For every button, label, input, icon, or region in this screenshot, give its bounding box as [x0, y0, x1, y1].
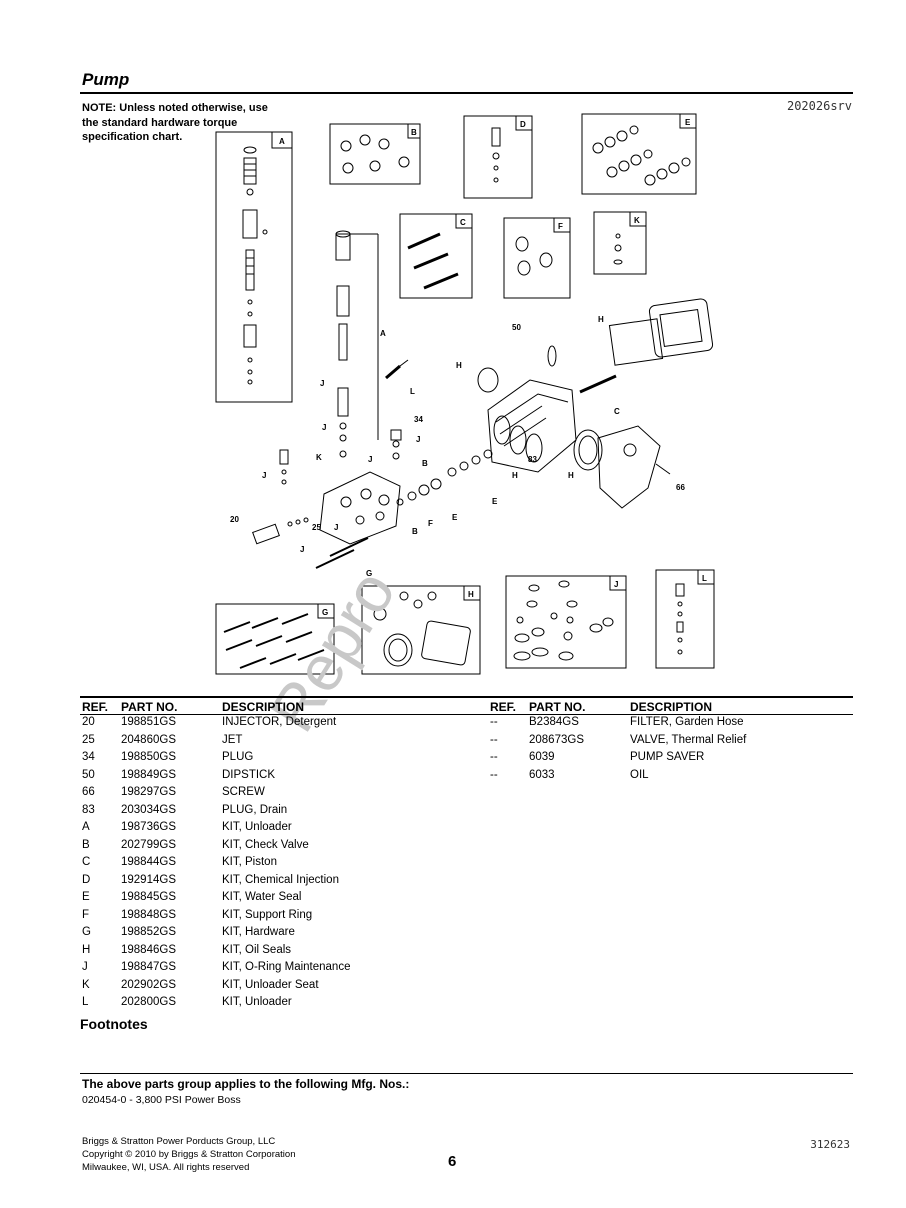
footer-address: Milwaukee, WI, USA. All rights reserved [82, 1162, 250, 1173]
exploded-pump-diagram: A B D [200, 110, 740, 680]
callout-h-mid-1: H [512, 471, 518, 480]
callout-c: C [614, 407, 620, 416]
header-desc-left: DESCRIPTION [222, 700, 305, 714]
kit-box-b-label: B [411, 128, 417, 137]
kit-box-j: J [505, 575, 627, 669]
page-title: Pump [82, 70, 130, 89]
manifold [319, 471, 401, 545]
callout-66: 66 [676, 483, 685, 492]
callout-a: A [380, 329, 386, 338]
footer-company: Briggs & Stratton Power Porducts Group, … [82, 1136, 276, 1147]
kit-box-d: D [463, 115, 533, 199]
kit-box-a-label: A [279, 137, 285, 146]
kit-box-f: F [503, 217, 571, 299]
callout-j-2: J [322, 423, 326, 432]
callout-j-1: J [320, 379, 324, 388]
title-divider [80, 92, 853, 94]
callout-20: 20 [230, 515, 239, 524]
kit-box-h: H [361, 585, 481, 675]
kit-box-d-label: D [520, 120, 526, 129]
callout-25: 25 [312, 523, 321, 532]
header-ref-left: REF. [82, 700, 109, 714]
callout-50: 50 [512, 323, 521, 332]
callout-e-2: E [452, 513, 458, 522]
callout-j-7: J [300, 545, 304, 554]
torque-note: NOTE: Unless noted otherwise, use the st… [82, 102, 268, 143]
crankcase [477, 345, 617, 473]
mfg-heading: The above parts group applies to the fol… [82, 1077, 410, 1091]
kit-box-l: L [655, 569, 715, 669]
callout-h-left: H [456, 361, 462, 370]
callout-e-1: E [492, 497, 498, 506]
page-number: 6 [448, 1153, 457, 1170]
callout-h-top: H [598, 315, 604, 324]
header-ref-right: REF. [490, 700, 517, 714]
callout-k: K [316, 453, 322, 462]
header-part-right: PART NO. [529, 700, 586, 714]
kit-box-f-label: F [558, 222, 563, 231]
kit-box-a: A [215, 131, 293, 403]
callout-j-3: J [416, 435, 420, 444]
kit-box-b: B [329, 123, 421, 185]
callout-j-4: J [368, 455, 372, 464]
mfg-divider [80, 1073, 853, 1074]
kit-box-g-label: G [322, 608, 328, 617]
callout-34: 34 [414, 415, 423, 424]
kit-box-e: E [581, 113, 697, 195]
kit-box-k: K [593, 211, 647, 275]
kit-box-k-label: K [634, 216, 640, 225]
footnotes-heading: Footnotes [80, 1016, 148, 1032]
header-part-left: PART NO. [121, 700, 178, 714]
kit-box-h-label: H [468, 590, 474, 599]
kit-box-l-label: L [702, 574, 707, 583]
callout-h-mid-2: H [568, 471, 574, 480]
table-header-rule [80, 714, 853, 715]
kit-box-e-label: E [685, 118, 691, 127]
footer-legal: Briggs & Stratton Power Porducts Group, … [82, 1135, 295, 1174]
header-desc-right: DESCRIPTION [630, 700, 713, 714]
footer-copyright: Copyright © 2010 by Briggs & Stratton Co… [82, 1149, 296, 1160]
kit-box-g: G [215, 603, 335, 675]
callout-j-6: J [334, 523, 338, 532]
callout-83: 83 [528, 455, 537, 464]
callout-b-1: B [422, 459, 428, 468]
callout-j-5: J [262, 471, 266, 480]
callout-b-2: B [412, 527, 418, 536]
doc-number: 312623 [810, 1138, 850, 1151]
kit-box-j-label: J [614, 580, 618, 589]
table-top-rule [80, 696, 853, 698]
diagram-id: 202026srv [786, 99, 852, 113]
callout-g: G [366, 569, 372, 578]
callout-f: F [428, 519, 433, 528]
kit-box-c: C [399, 213, 473, 299]
callout-labels: 50 H A H J L C 34 J J K J B 83 H H J 66 … [230, 315, 685, 578]
callout-l: L [410, 387, 415, 396]
kit-box-c-label: C [460, 218, 466, 227]
mfg-item: 020454-0 - 3,800 PSI Power Boss [82, 1094, 241, 1106]
